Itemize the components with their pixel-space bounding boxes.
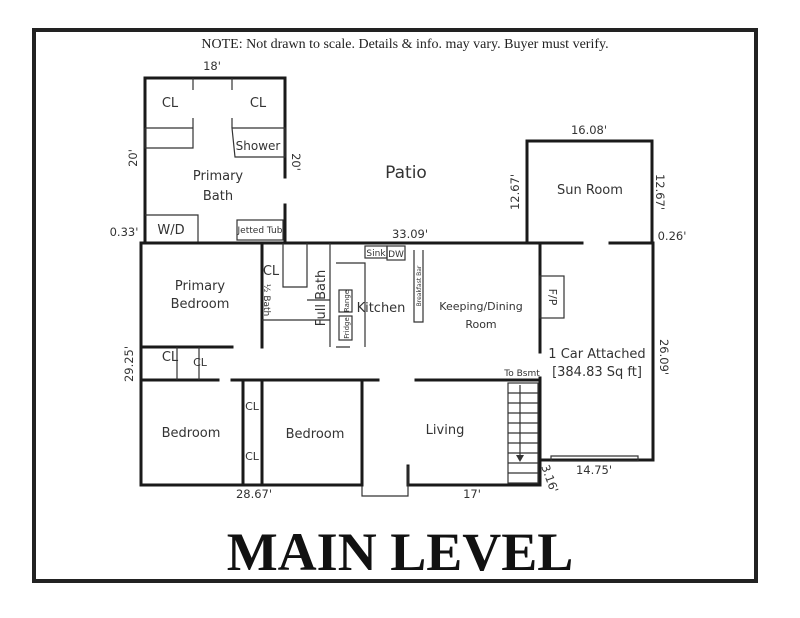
dimension-label: 0.26' (658, 229, 687, 243)
full-bath-label: Full Bath (314, 270, 329, 327)
dimension-label: 20' (289, 153, 303, 171)
room-labels: CL CL Shower Primary Bath W/D Jetted Tub… (157, 96, 645, 463)
dimension-label: 33.09' (392, 227, 428, 241)
dimension-label: 17' (463, 487, 481, 501)
dimension-labels: 18' 20' 20' 0.33' 33.09' 16.08' 12.67' 1… (110, 59, 687, 501)
sink-label: Sink (366, 249, 386, 259)
primary-bedroom-label: Primary (175, 279, 226, 294)
dimension-label: 16.08' (571, 123, 607, 137)
dimension-label: 3.16' (538, 463, 561, 495)
disclaimer-note: NOTE: Not drawn to scale. Details & info… (201, 37, 608, 52)
patio-label: Patio (385, 163, 427, 183)
breakfast-bar-label: Breakfast Bar (416, 265, 423, 306)
jetted-tub-label: Jetted Tub (237, 226, 283, 236)
primary-bath-label: Primary (193, 169, 244, 184)
dimension-label: 26.09' (657, 339, 671, 375)
closet-label: CL (250, 96, 267, 111)
dimension-label: 12.67' (508, 174, 522, 210)
keeping-room-label: Room (465, 318, 496, 331)
closet-label: CL (193, 356, 208, 369)
fireplace-label: F/P (546, 289, 559, 306)
page-frame (32, 28, 758, 583)
washer-dryer-label: W/D (157, 223, 184, 238)
to-basement-label: To Bsmt (503, 369, 540, 379)
closet-label: CL (245, 400, 260, 413)
closet-label: CL (162, 96, 179, 111)
dimension-label: 20' (126, 149, 140, 167)
primary-bedroom-label: Bedroom (171, 297, 230, 312)
garage-label: 1 Car Attached (548, 347, 645, 362)
keeping-room-label: Keeping/Dining (439, 300, 522, 313)
sun-room-label: Sun Room (557, 183, 623, 198)
dimension-label: 18' (203, 59, 221, 73)
dishwasher-label: DW (388, 250, 404, 260)
dimension-label: 12.67' (653, 174, 667, 210)
dimension-label: 0.33' (110, 225, 139, 239)
dimension-label: 14.75' (576, 463, 612, 477)
closet-label: CL (162, 350, 179, 365)
primary-bath-label: Bath (203, 189, 233, 204)
stairs (507, 382, 539, 484)
closet-label: CL (245, 450, 260, 463)
range-label: Range (343, 290, 351, 312)
level-title: MAIN LEVEL (227, 522, 574, 582)
shower-label: Shower (236, 139, 281, 153)
walls (139, 76, 655, 497)
dimension-label: 29.25' (122, 346, 136, 382)
closet-label: CL (263, 264, 280, 279)
dimension-label: 28.67' (236, 487, 272, 501)
bedroom-label: Bedroom (286, 427, 345, 442)
living-label: Living (426, 423, 465, 438)
bedroom-label: Bedroom (162, 426, 221, 441)
garage-area-label: [384.83 Sq ft] (552, 365, 642, 380)
half-bath-label: ½ Bath (261, 284, 271, 317)
kitchen-label: Kitchen (357, 301, 406, 316)
fridge-label: Fridge (343, 317, 351, 339)
